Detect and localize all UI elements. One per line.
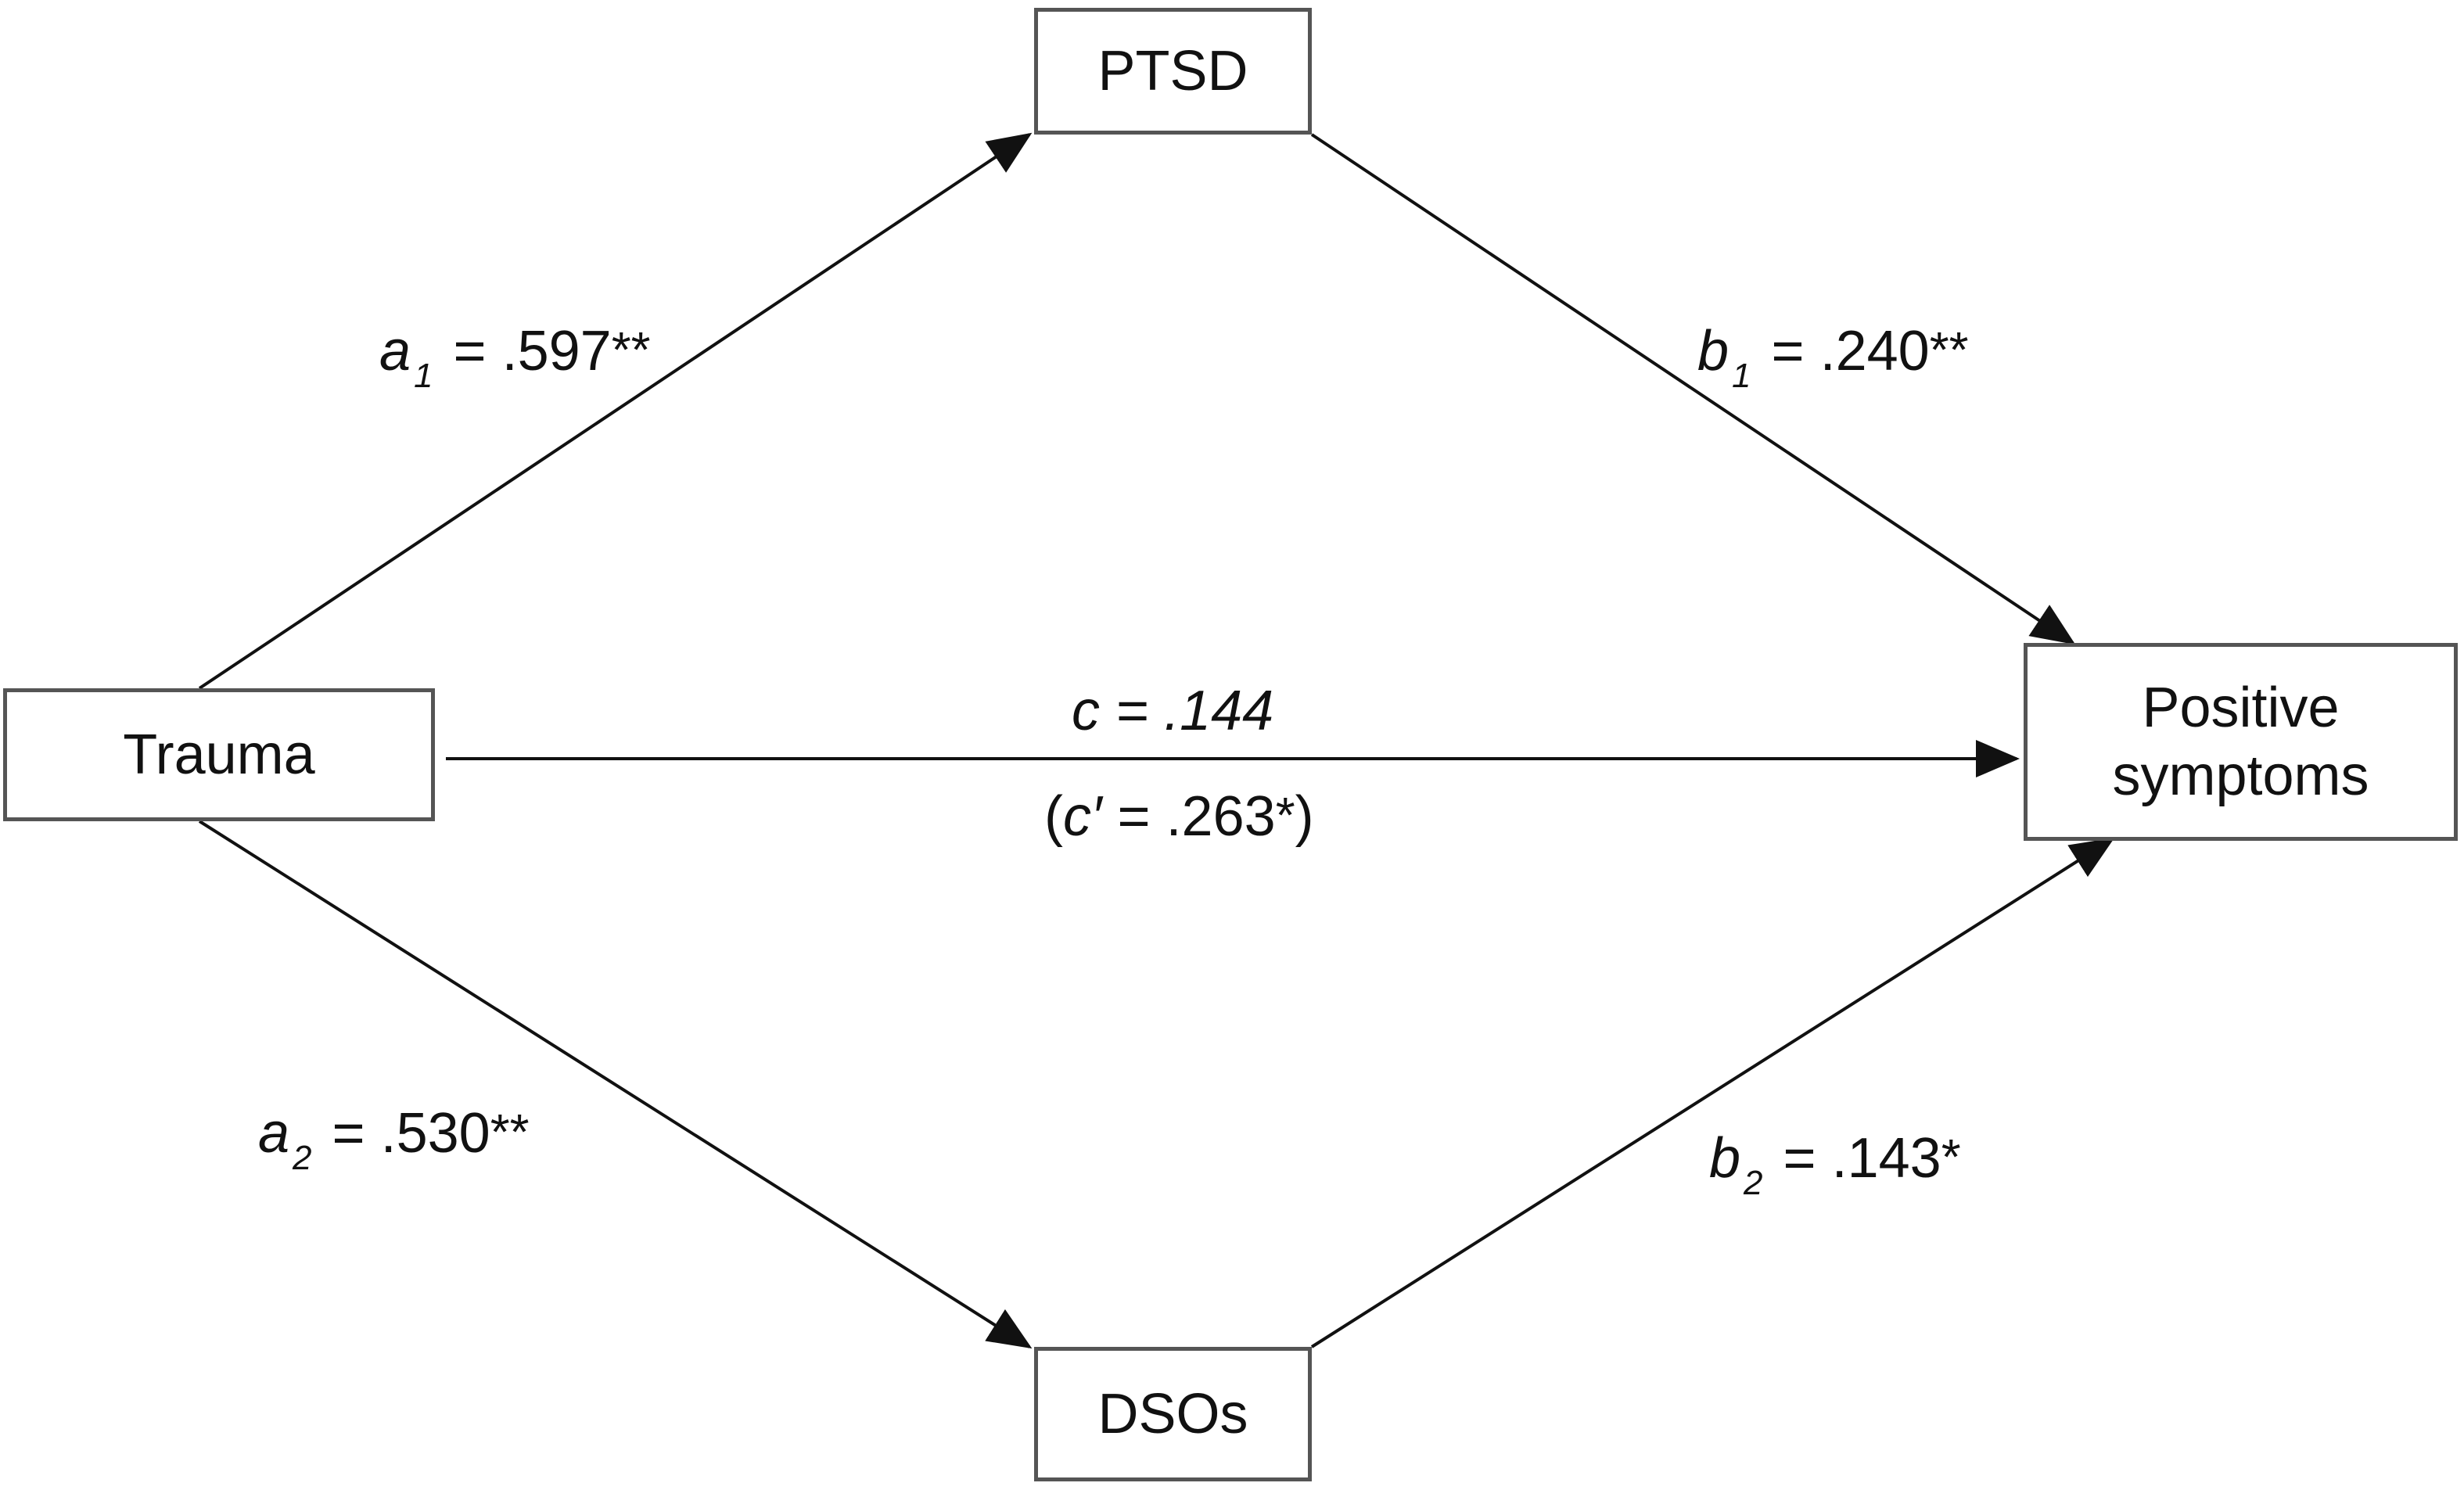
label-c-prime-close: )	[1295, 785, 1314, 848]
label-a2-value: .530	[380, 1102, 490, 1165]
arrow-trauma-to-ptsd	[198, 132, 1033, 690]
label-b1-sig: **	[1929, 321, 1969, 378]
label-a2-symbol: a	[258, 1102, 290, 1165]
label-c-value: .144	[1164, 680, 1274, 742]
label-b2-subscript: 2	[1744, 1164, 1763, 1202]
node-trauma-label: Trauma	[123, 723, 315, 786]
label-b1-value: .240	[1819, 320, 1930, 382]
arrow-ptsd-to-positive	[1310, 133, 2076, 645]
arrow-dsos-to-positive	[1310, 837, 2115, 1348]
label-b1-symbol: b	[1697, 320, 1729, 382]
node-trauma: Trauma	[3, 688, 435, 821]
node-positive-label-line1: Positive	[2142, 677, 2340, 740]
node-positive-symptoms: Positive symptoms	[2024, 643, 2458, 841]
label-b1-subscript: 1	[1732, 357, 1751, 395]
label-path-a2: a2 = .530**	[258, 1102, 530, 1177]
arrow-trauma-to-dsos	[198, 820, 1033, 1349]
node-dsos-label: DSOs	[1097, 1382, 1248, 1445]
label-c-symbol: c	[1072, 680, 1100, 742]
label-path-c-prime: (c′ = .263*)	[1044, 785, 1314, 848]
label-c-prime-value: .263	[1166, 785, 1276, 848]
node-ptsd: PTSD	[1034, 8, 1312, 135]
label-a1-subscript: 1	[414, 357, 433, 395]
label-path-b2: b2 = .143*	[1709, 1127, 1961, 1202]
label-b2-symbol: b	[1709, 1127, 1741, 1190]
node-dsos: DSOs	[1034, 1347, 1312, 1481]
label-c-prime-sig: *	[1275, 787, 1295, 843]
label-b2-value: .143	[1831, 1127, 1941, 1190]
label-a1-value: .597	[501, 320, 612, 382]
label-c-prime-open: (	[1044, 785, 1063, 848]
node-positive-label-line2: symptoms	[2112, 744, 2369, 807]
label-path-b1: b1 = .240**	[1697, 320, 1969, 395]
label-a1-sig: **	[611, 321, 651, 378]
label-c-prime-symbol: c′	[1062, 785, 1102, 848]
node-ptsd-label: PTSD	[1097, 39, 1248, 102]
label-a1-symbol: a	[379, 320, 411, 382]
label-a2-sig: **	[490, 1104, 530, 1160]
label-b2-sig: *	[1941, 1129, 1961, 1185]
label-path-a1: a1 = .597**	[379, 320, 651, 395]
label-path-c: c = .144	[1072, 680, 1274, 742]
label-a2-subscript: 2	[293, 1139, 312, 1177]
